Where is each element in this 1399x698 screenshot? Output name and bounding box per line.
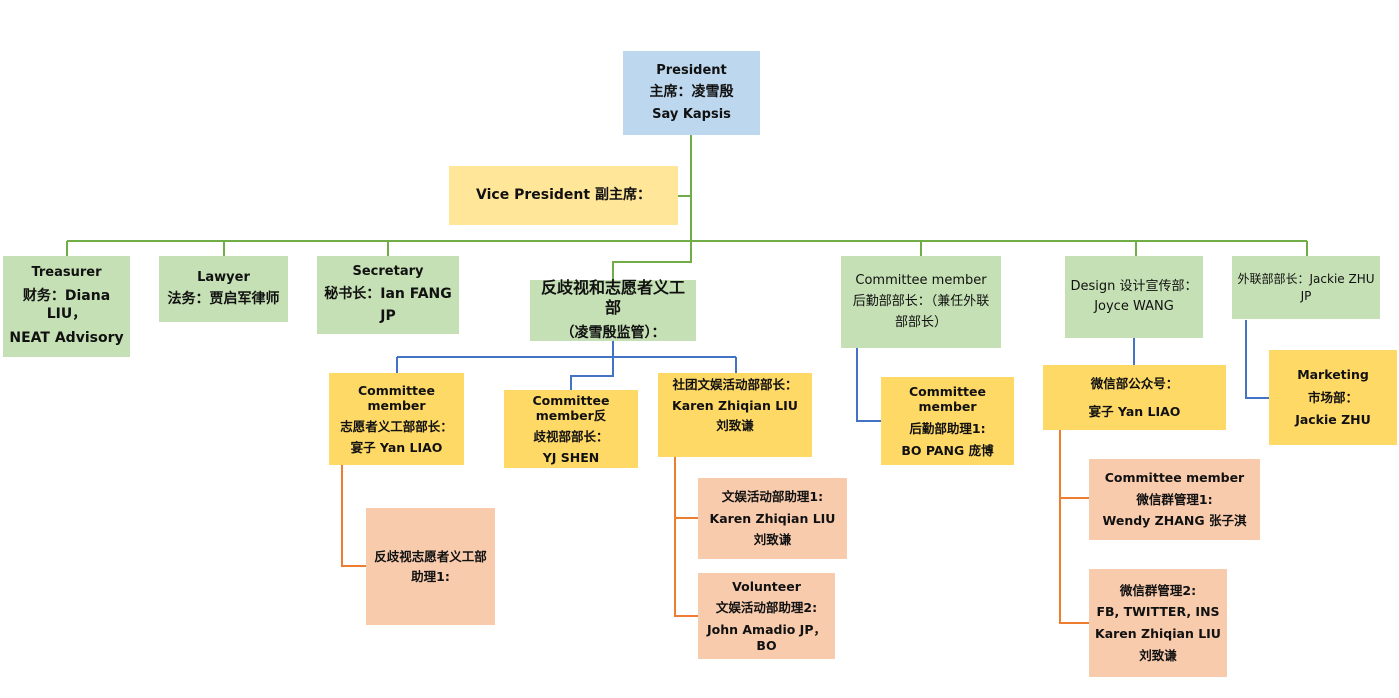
secretary-name: 秘书长：Ian FANG bbox=[324, 285, 452, 302]
marketing-title: Marketing bbox=[1297, 367, 1369, 383]
wechat-group-manager-2-platforms: FB, TWITTER, INS bbox=[1096, 604, 1220, 620]
club-entertainment-head-name-en: Karen Zhiqian LIU bbox=[672, 397, 798, 413]
anti-discrimination-volunteer-dept-title: 反歧视和志愿者义工部 bbox=[540, 278, 685, 318]
treasurer-org: NEAT Advisory bbox=[9, 330, 124, 347]
wechat-group-manager-1-box: Committee member 微信群管理1: Wendy ZHANG 张子淇 bbox=[1089, 459, 1260, 540]
marketing-title-cn: 市场部： bbox=[1307, 389, 1358, 405]
president-box: President 主席：凌雪殷 Say Kapsis bbox=[623, 51, 760, 135]
logistics-dept-role: Committee member bbox=[855, 272, 987, 288]
wechat-public-account-box: 微信部公众号： 宴子 Yan LIAO bbox=[1043, 365, 1226, 430]
marketing-box: Marketing 市场部： Jackie ZHU bbox=[1269, 350, 1397, 445]
anti-discrimination-assistant-title-cont: 助理1: bbox=[411, 568, 450, 584]
secretary-title: Secretary bbox=[352, 264, 424, 280]
club-entertainment-head-name-cn: 刘致谦 bbox=[716, 418, 754, 434]
volunteer-dept-head-box: Committee member 志愿者义工部部长： 宴子 Yan LIAO bbox=[329, 373, 464, 465]
anti-discrimination-head-title: 歧视部部长： bbox=[533, 429, 609, 444]
entertainment-assistant-1-name-en: Karen Zhiqian LIU bbox=[709, 510, 836, 526]
wechat-group-manager-1-role: Committee member bbox=[1104, 470, 1245, 486]
club-entertainment-head-box: 社团文娱活动部部长： Karen Zhiqian LIU 刘致谦 bbox=[658, 373, 812, 457]
logistics-assistant-role: Committee member bbox=[908, 383, 986, 415]
entertainment-assistant-2-name: John Amadio JP， BO bbox=[706, 622, 826, 653]
external-relations-dept-title-cont: JP bbox=[1300, 288, 1312, 303]
wechat-group-manager-1-title: 微信群管理1: bbox=[1136, 491, 1213, 507]
anti-discrimination-assistant-title: 反歧视志愿者义工部 bbox=[374, 548, 487, 564]
president-name-en: Say Kapsis bbox=[652, 106, 731, 122]
wechat-public-account-name: 宴子 Yan LIAO bbox=[1088, 403, 1181, 419]
treasurer-title: Treasurer bbox=[31, 265, 102, 281]
wechat-public-account-title: 微信部公众号： bbox=[1090, 375, 1179, 391]
anti-discrimination-volunteer-dept-box: 反歧视和志愿者义工部 （凌雪殷监管）： bbox=[530, 278, 696, 342]
external-relations-dept-box: 外联部部长：Jackie ZHU JP bbox=[1232, 256, 1380, 319]
vice-president-box: Vice President 副主席： bbox=[449, 166, 678, 225]
entertainment-assistant-1-title: 文娱活动部助理1: bbox=[721, 489, 824, 505]
volunteer-dept-head-title: 志愿者义工部部长： bbox=[340, 419, 453, 434]
wechat-group-manager-1-name: Wendy ZHANG 张子淇 bbox=[1102, 513, 1247, 529]
wechat-group-manager-2-name-en: Karen Zhiqian LIU bbox=[1095, 626, 1221, 641]
wechat-group-manager-2-box: 微信群管理2: FB, TWITTER, INS Karen Zhiqian L… bbox=[1089, 569, 1227, 677]
anti-discrimination-volunteer-dept-supervisor: （凌雪殷监管）： bbox=[560, 325, 666, 342]
lawyer-title: Lawyer bbox=[197, 269, 250, 285]
entertainment-assistant-2-role: Volunteer bbox=[732, 578, 801, 594]
secretary-name-cont: JP bbox=[380, 308, 396, 325]
marketing-name: Jackie ZHU bbox=[1295, 412, 1371, 428]
logistics-dept-title-cont: 部部长） bbox=[894, 315, 947, 331]
design-dept-name: Joyce WANG bbox=[1094, 299, 1174, 314]
treasurer-box: Treasurer 财务：Diana LIU， NEAT Advisory bbox=[3, 256, 130, 357]
lawyer-name: 法务：贾启军律师 bbox=[167, 290, 280, 307]
entertainment-assistant-1-name-cn: 刘致谦 bbox=[753, 532, 792, 548]
vice-president-label: Vice President 副主席： bbox=[476, 186, 651, 203]
logistics-dept-title: 后勤部部长：（兼任外联 bbox=[852, 293, 990, 309]
design-dept-title: Design 设计宣传部： bbox=[1070, 278, 1198, 294]
logistics-assistant-title: 后勤部助理1: bbox=[909, 421, 986, 436]
entertainment-assistant-1-box: 文娱活动部助理1: Karen Zhiqian LIU 刘致谦 bbox=[698, 478, 847, 559]
external-relations-dept-title: 外联部部长：Jackie ZHU bbox=[1237, 271, 1375, 286]
anti-discrimination-head-name: YJ SHEN bbox=[542, 449, 600, 465]
anti-discrimination-head-role: Committee member反 bbox=[532, 392, 610, 424]
secretary-box: Secretary 秘书长：Ian FANG JP bbox=[317, 256, 459, 334]
anti-discrimination-head-box: Committee member反 歧视部部长： YJ SHEN bbox=[504, 390, 638, 468]
president-name-cn: 主席：凌雪殷 bbox=[649, 84, 734, 101]
president-title: President bbox=[656, 63, 727, 78]
anti-discrimination-assistant-box: 反歧视志愿者义工部 助理1: bbox=[366, 508, 495, 625]
logistics-dept-box: Committee member 后勤部部长：（兼任外联 部部长） bbox=[841, 256, 1001, 348]
entertainment-assistant-2-title: 文娱活动部助理2: bbox=[715, 600, 818, 616]
wechat-group-manager-2-title: 微信群管理2: bbox=[1119, 582, 1197, 598]
design-dept-box: Design 设计宣传部： Joyce WANG bbox=[1065, 256, 1203, 338]
treasurer-name: 财务：Diana LIU， bbox=[22, 288, 111, 322]
logistics-assistant-box: Committee member 后勤部助理1: BO PANG 庞博 bbox=[881, 377, 1014, 465]
lawyer-box: Lawyer 法务：贾启军律师 bbox=[159, 256, 288, 322]
volunteer-dept-head-name: 宴子 Yan LIAO bbox=[350, 439, 443, 455]
wechat-group-manager-2-name-cn: 刘致谦 bbox=[1139, 647, 1177, 663]
volunteer-dept-head-role: Committee member bbox=[357, 382, 435, 414]
club-entertainment-head-title: 社团文娱活动部部长： bbox=[672, 377, 798, 392]
entertainment-assistant-2-box: Volunteer 文娱活动部助理2: John Amadio JP， BO bbox=[698, 573, 835, 659]
logistics-assistant-name: BO PANG 庞博 bbox=[901, 442, 994, 458]
